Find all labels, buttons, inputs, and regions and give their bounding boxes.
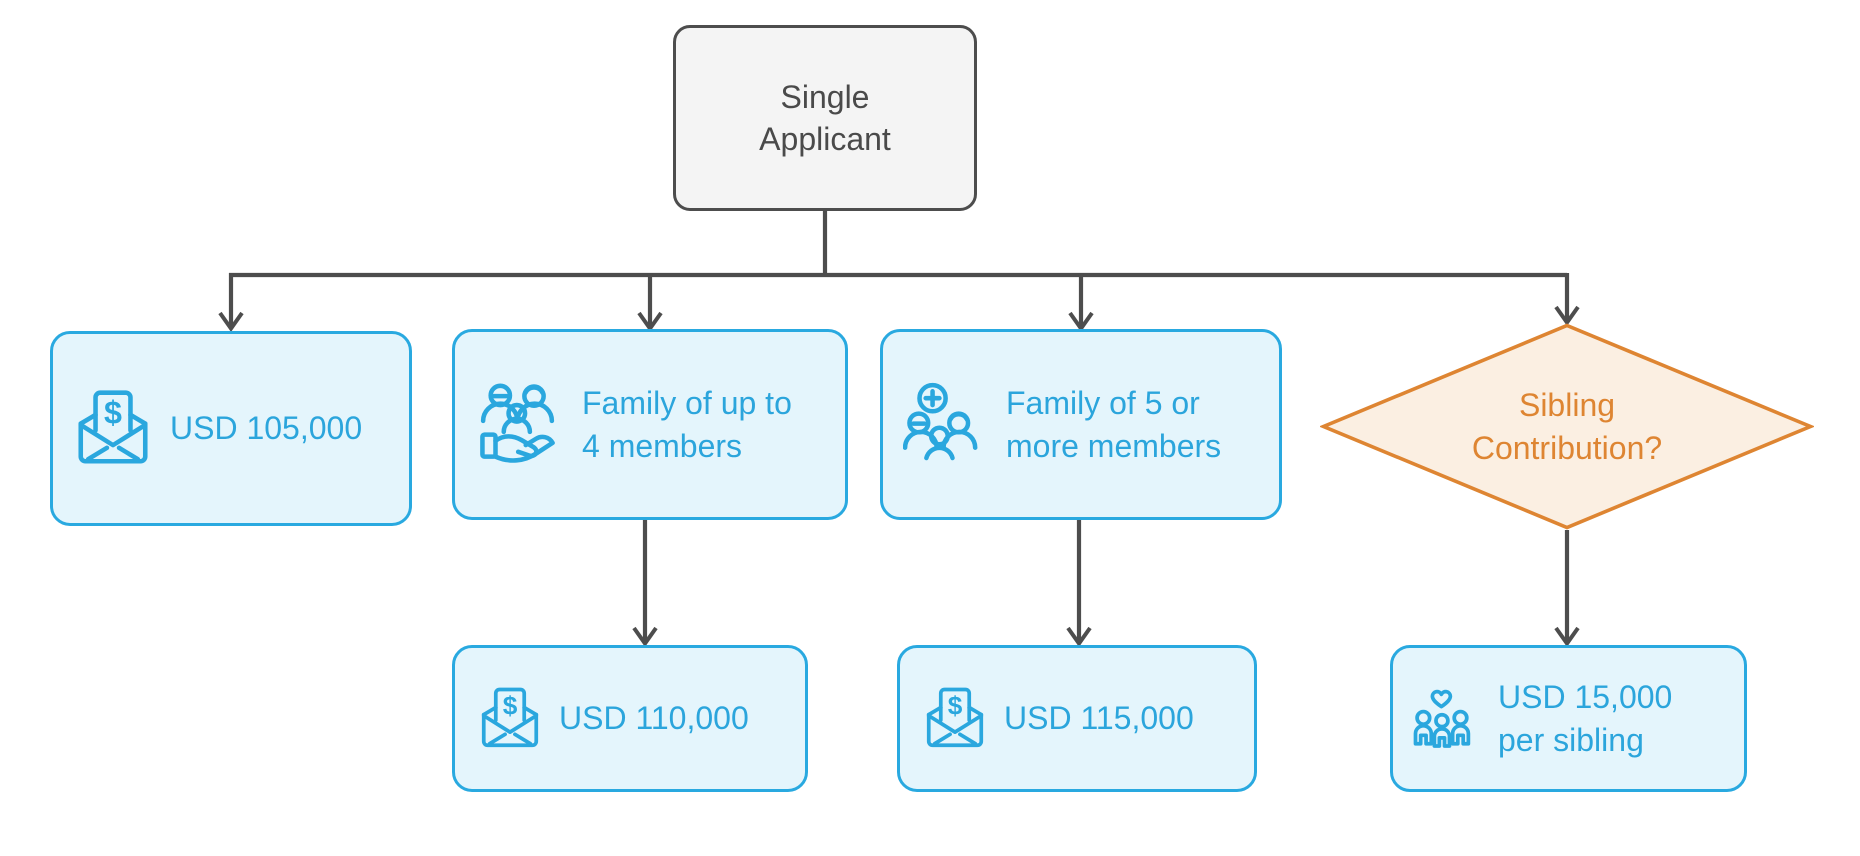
money-envelope-icon: $ <box>926 687 984 747</box>
money-envelope-icon: $ <box>78 389 148 464</box>
family-plus-icon <box>903 382 978 460</box>
family-care-icon <box>480 383 555 463</box>
node-label: Sibling Contribution? <box>1471 387 1663 466</box>
node-sibling-contribution: Sibling Contribution? <box>1320 323 1814 530</box>
node-single-applicant: Single Applicant <box>673 25 977 211</box>
money-envelope-icon: $ <box>481 687 539 747</box>
node-label: USD 15,000 per sibling <box>1498 679 1673 758</box>
node-usd-115000: $ USD 115,000 <box>897 645 1257 792</box>
node-label: USD 105,000 <box>170 410 363 447</box>
family-heart-icon <box>1413 689 1471 748</box>
node-label: USD 110,000 <box>559 700 749 737</box>
node-family-5-or-more: Family of 5 or more members <box>880 329 1282 520</box>
node-label: Family of up to 4 members <box>582 385 792 464</box>
svg-text:$: $ <box>503 690 518 720</box>
diamond-shape <box>1320 323 1814 530</box>
node-label: USD 115,000 <box>1004 700 1194 737</box>
node-usd-105000: $ USD 105,000 <box>50 331 412 526</box>
node-label: Family of 5 or more members <box>1006 385 1222 464</box>
svg-text:$: $ <box>104 394 122 430</box>
node-usd-15000-per-sibling: USD 15,000 per sibling <box>1390 645 1747 792</box>
node-family-up-to-4: Family of up to 4 members <box>452 329 848 520</box>
node-label: Single Applicant <box>759 78 891 157</box>
node-usd-110000: $ USD 110,000 <box>452 645 808 792</box>
svg-text:$: $ <box>948 690 963 720</box>
